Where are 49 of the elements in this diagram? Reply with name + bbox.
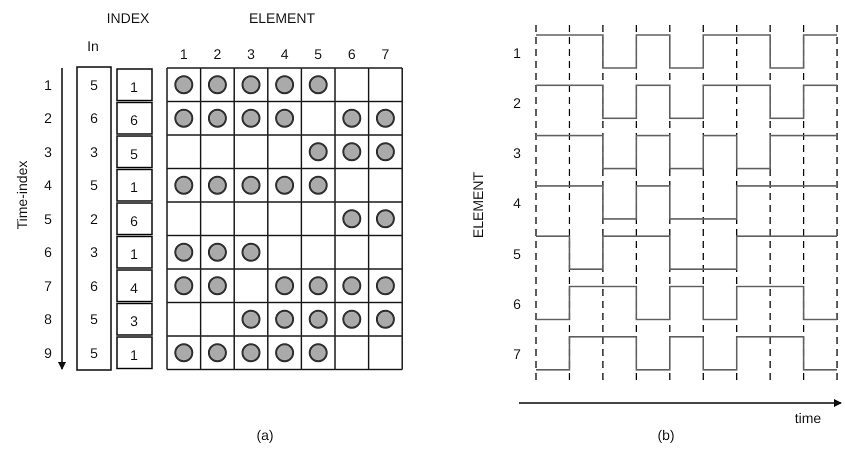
table-cell-value: 1 — [130, 247, 138, 262]
table-cell-value: 1 — [130, 348, 138, 362]
column-number: 2 — [214, 47, 222, 61]
row-number: 5 — [513, 246, 521, 261]
row-number: 9 — [44, 346, 52, 360]
row-number: 6 — [513, 297, 521, 311]
table-cell-value: 2 — [90, 212, 98, 226]
row-number: 1 — [44, 78, 52, 92]
column-number: 6 — [348, 47, 356, 61]
table-cell-value: 3 — [130, 314, 138, 328]
axis-label: ELEMENT — [471, 172, 485, 238]
row-number: 4 — [513, 196, 521, 210]
table-cell-value: 5 — [90, 78, 98, 92]
table-cell-value: 1 — [130, 180, 138, 194]
row-number: 4 — [44, 178, 52, 192]
row-number: 3 — [44, 144, 52, 159]
table-header: INDEX — [106, 11, 150, 25]
table-cell-value: 6 — [130, 113, 138, 128]
row-number: 2 — [513, 96, 521, 110]
table-cell-value: 4 — [130, 280, 138, 295]
table-header: ELEMENT — [248, 11, 316, 25]
panel-label: (a) — [256, 428, 274, 442]
axis-label: Time-index — [15, 160, 29, 230]
table-cell-value: 5 — [90, 178, 98, 192]
row-number: 7 — [513, 347, 521, 362]
column-number: 1 — [180, 47, 188, 61]
column-number: 3 — [247, 47, 255, 61]
table-cell-value: 5 — [90, 312, 98, 326]
table-cell-value: 5 — [90, 346, 98, 360]
table-cell-value: 3 — [90, 245, 98, 260]
axis-label: time — [794, 411, 822, 425]
column-number: 7 — [382, 47, 390, 61]
table-cell-value: 6 — [90, 111, 98, 126]
row-number: 2 — [44, 111, 52, 126]
row-number: 7 — [44, 278, 52, 293]
column-number: 5 — [314, 47, 322, 61]
row-number: 5 — [44, 212, 52, 226]
column-header: In — [87, 39, 99, 53]
row-number: 3 — [513, 146, 521, 160]
row-number: 6 — [44, 245, 52, 260]
table-cell-value: 3 — [90, 144, 98, 159]
table-cell-value: 6 — [130, 214, 138, 228]
row-number: 1 — [513, 46, 521, 60]
table-cell-value: 5 — [130, 146, 138, 161]
table-cell-value: 1 — [130, 80, 138, 94]
table-cell-value: 6 — [90, 278, 98, 293]
column-number: 4 — [280, 47, 288, 61]
panel-label: (b) — [657, 428, 675, 442]
row-number: 8 — [44, 312, 52, 326]
